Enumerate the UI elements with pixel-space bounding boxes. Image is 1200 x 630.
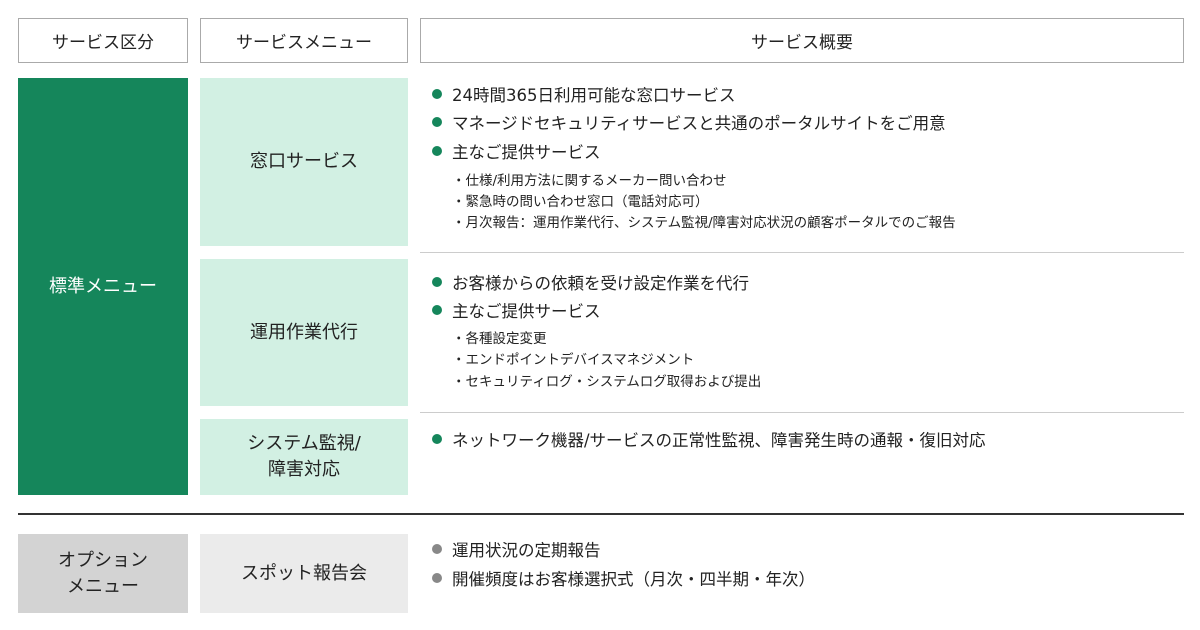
category-line1: オプション <box>58 549 148 571</box>
bullet-icon <box>432 434 442 444</box>
bullet-text: 開催頻度はお客様選択式（月次・四半期・年次） <box>452 570 815 589</box>
menu-operation-agency: 運用作業代行 <box>200 259 408 406</box>
sub-item: ・仕様/利用方法に関するメーカー問い合わせ <box>452 173 727 189</box>
menu-name-line2: 障害対応 <box>268 459 340 480</box>
menu-system-monitoring: システム監視/ 障害対応 <box>200 419 408 495</box>
bullet-icon <box>432 544 442 554</box>
bullet-icon <box>432 117 442 127</box>
list-item: お客様からの依頼を受け設定作業を代行 <box>432 270 749 294</box>
divider <box>420 412 1184 413</box>
sub-item: ・緊急時の問い合わせ窓口（電話対応可） <box>452 194 709 210</box>
header-menu: サービスメニュー <box>200 18 408 63</box>
divider <box>420 252 1184 253</box>
category-line2: メニュー <box>67 575 139 597</box>
bullet-icon <box>432 305 442 315</box>
sub-item: ・セキュリティログ・システムログ取得および提出 <box>452 374 762 390</box>
list-item: 運用状況の定期報告 <box>432 537 601 561</box>
sub-item: ・月次報告：運用作業代行、システム監視/障害対応状況の顧客ポータルでのご報告 <box>452 215 956 231</box>
bullet-text: 24時間365日利用可能な窓口サービス <box>452 86 736 105</box>
section-divider <box>18 513 1184 515</box>
list-item: 開催頻度はお客様選択式（月次・四半期・年次） <box>432 566 815 590</box>
menu-name-line1: システム監視/ <box>247 433 361 454</box>
list-item: 主なご提供サービス <box>432 298 601 322</box>
standard-menu-category: 標準メニュー <box>18 78 188 495</box>
bullet-text: 主なご提供サービス <box>452 302 601 321</box>
bullet-text: お客様からの依頼を受け設定作業を代行 <box>452 274 749 293</box>
bullet-icon <box>432 573 442 583</box>
header-overview: サービス概要 <box>420 18 1184 63</box>
sub-item: ・エンドポイントデバイスマネジメント <box>452 352 695 368</box>
sub-item: ・各種設定変更 <box>452 331 547 347</box>
bullet-text: マネージドセキュリティサービスと共通のポータルサイトをご用意 <box>452 114 946 133</box>
bullet-icon <box>432 277 442 287</box>
list-item: 24時間365日利用可能な窓口サービス <box>432 82 736 106</box>
bullet-text: 運用状況の定期報告 <box>452 541 601 560</box>
list-item: マネージドセキュリティサービスと共通のポータルサイトをご用意 <box>432 110 946 134</box>
bullet-text: 主なご提供サービス <box>452 143 601 162</box>
list-item: ネットワーク機器/サービスの正常性監視、障害発生時の通報・復旧対応 <box>432 427 986 451</box>
bullet-icon <box>432 89 442 99</box>
menu-window-service: 窓口サービス <box>200 78 408 246</box>
bullet-text: ネットワーク機器/サービスの正常性監視、障害発生時の通報・復旧対応 <box>452 431 986 450</box>
menu-spot-report: スポット報告会 <box>200 534 408 613</box>
option-menu-category: オプション メニュー <box>18 534 188 613</box>
list-item: 主なご提供サービス <box>432 139 601 163</box>
header-category: サービス区分 <box>18 18 188 63</box>
bullet-icon <box>432 146 442 156</box>
